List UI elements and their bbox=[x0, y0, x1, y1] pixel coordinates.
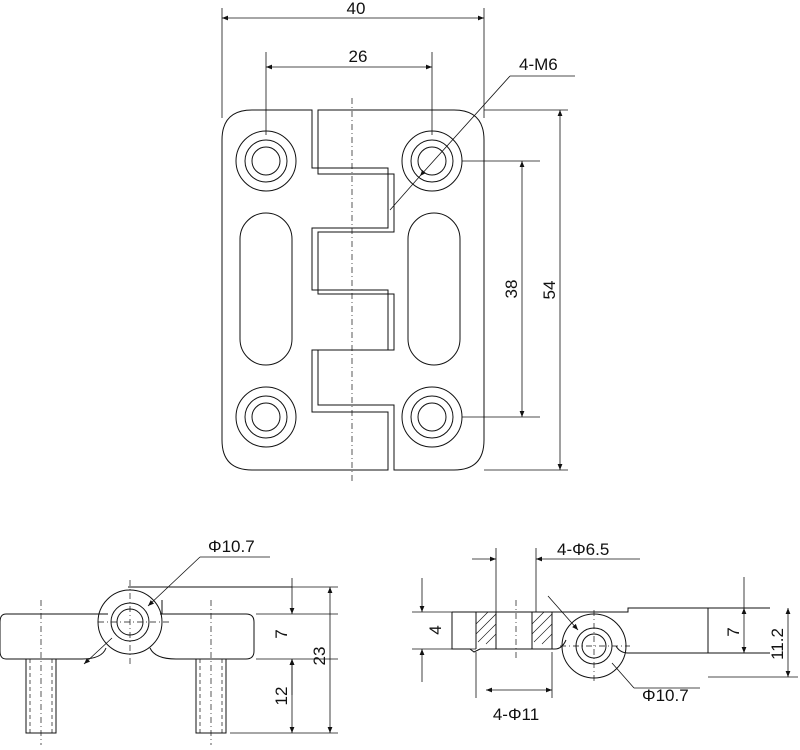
left-pin-diameter: Φ10.7 bbox=[208, 537, 255, 556]
left-pin-leader bbox=[147, 556, 201, 607]
right-pin-diameter: Φ10.7 bbox=[642, 686, 689, 705]
hole-top-right bbox=[401, 130, 463, 192]
dim-38-label: 38 bbox=[502, 280, 521, 299]
left-slot bbox=[239, 212, 293, 366]
right-dim-11-2-label: 11.2 bbox=[768, 628, 787, 660]
counterbore-hatch-left bbox=[475, 611, 497, 645]
dim-26-label: 26 bbox=[349, 47, 368, 66]
left-dim-7-label: 7 bbox=[272, 629, 291, 638]
right-dim-4-label: 4 bbox=[426, 625, 445, 634]
counterbore-diameter-label: 4-Φ11 bbox=[493, 705, 539, 724]
hole-bottom-right bbox=[401, 386, 463, 448]
left-body-outline bbox=[0, 613, 255, 660]
right-dim-7-label: 7 bbox=[724, 627, 743, 636]
hole-top-left bbox=[235, 130, 297, 192]
right-side-view: 4-Φ6.5 4 4-Φ11 Φ10.7 7 11.2 bbox=[412, 540, 798, 724]
left-side-view: Φ10.7 7 12 23 bbox=[0, 537, 338, 745]
right-pin-leader bbox=[547, 595, 579, 631]
top-view: 40 26 4-M6 38 54 bbox=[221, 0, 575, 484]
dim-54-label: 54 bbox=[540, 281, 559, 300]
m6-leader bbox=[419, 75, 511, 177]
left-dim-12-label: 12 bbox=[272, 687, 291, 706]
left-dim-23-label: 23 bbox=[310, 647, 329, 666]
hole-diameter-label: 4-Φ6.5 bbox=[557, 540, 609, 559]
counterbore-hatch-right bbox=[531, 611, 553, 645]
left-leaf-outline bbox=[221, 109, 389, 471]
dim-40-label: 40 bbox=[347, 0, 366, 18]
thread-callout: 4-M6 bbox=[519, 55, 558, 74]
right-leaf-outline bbox=[317, 109, 485, 471]
right-slot bbox=[407, 212, 461, 366]
hole-bottom-left bbox=[235, 386, 297, 448]
